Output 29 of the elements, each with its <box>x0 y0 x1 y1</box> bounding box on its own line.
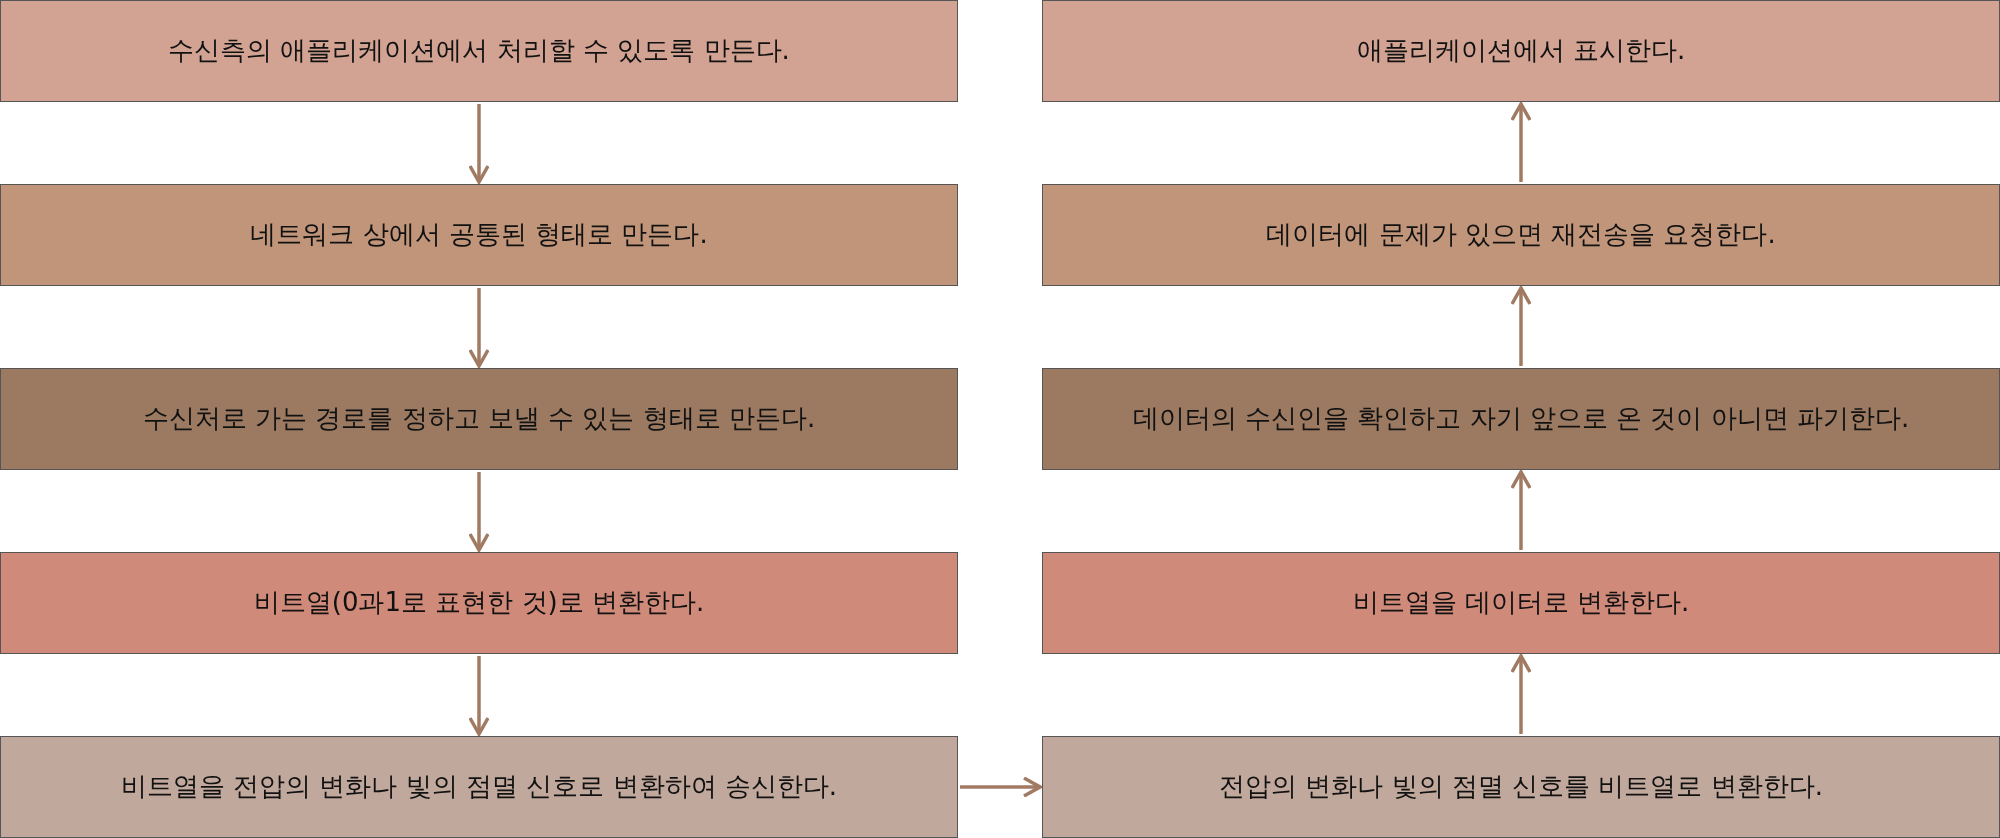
process-box <box>0 368 958 470</box>
box-text: 비트열(0과1로 표현한 것)로 변환한다. <box>253 587 705 619</box>
process-box <box>1042 184 2000 286</box>
arrow <box>468 104 490 184</box>
arrow <box>1510 286 1532 366</box>
process-box <box>0 184 958 286</box>
arrow <box>468 656 490 736</box>
arrow <box>1510 470 1532 550</box>
arrow <box>1510 654 1532 734</box>
box-text: 애플리케이션에서 표시한다. <box>1356 35 1686 67</box>
process-box <box>0 0 958 102</box>
arrow <box>468 288 490 368</box>
process-box <box>0 736 958 838</box>
box-text: 데이터의 수신인을 확인하고 자기 앞으로 온 것이 아니면 파기한다. <box>1132 403 1910 435</box>
box-text: 네트워크 상에서 공통된 형태로 만든다. <box>250 219 708 251</box>
box-text: 수신측의 애플리케이션에서 처리할 수 있도록 만든다. <box>168 35 790 67</box>
box-text: 수신처로 가는 경로를 정하고 보낼 수 있는 형태로 만든다. <box>142 403 816 435</box>
box-text: 데이터에 문제가 있으면 재전송을 요청한다. <box>1266 219 1776 251</box>
arrow <box>960 776 1042 798</box>
process-box <box>0 552 958 654</box>
box-text: 비트열을 전압의 변화나 빛의 점멸 신호로 변환하여 송신한다. <box>120 771 838 803</box>
arrow <box>468 472 490 552</box>
box-text: 전압의 변화나 빛의 점멸 신호를 비트열로 변환한다. <box>1219 771 1823 803</box>
process-box <box>1042 0 2000 102</box>
process-box <box>1042 552 2000 654</box>
arrow <box>1510 102 1532 182</box>
box-text: 비트열을 데이터로 변환한다. <box>1352 587 1690 619</box>
process-box <box>1042 736 2000 838</box>
process-box <box>1042 368 2000 470</box>
